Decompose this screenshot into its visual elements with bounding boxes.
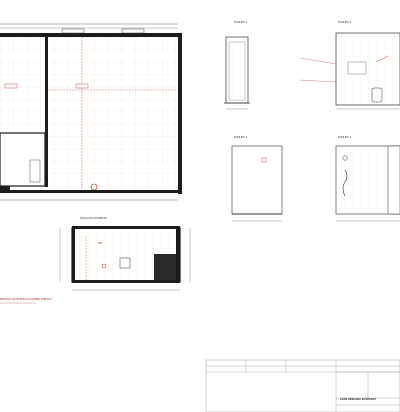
view-3-label: POHLED 3: [234, 136, 248, 139]
section-wall-top: [72, 226, 180, 229]
section-label: PODLAHA KOUPELNY: [80, 217, 108, 220]
section-wall-right: [176, 228, 180, 280]
floor-wall-block: [0, 186, 10, 190]
view3-wall: [231, 145, 283, 215]
title-block: [205, 359, 400, 412]
elevation-view-2: [335, 32, 400, 110]
view-4-label: POHLED 4: [338, 136, 352, 139]
view1-door: [228, 41, 246, 101]
view4-shower-head: [342, 155, 348, 161]
elevation-view-3: [231, 145, 283, 222]
view4-shower-hose: [342, 169, 348, 197]
floor-partition: [45, 37, 48, 187]
view3-outlet: [261, 157, 267, 163]
section-bathtub: [154, 254, 176, 280]
floor-drain-marker: [90, 183, 98, 191]
section-wall-bottom: [72, 280, 180, 283]
floor-wall-bottom: [0, 190, 182, 193]
floor-sub-room: [0, 132, 46, 187]
callout-leader-2: [299, 79, 337, 83]
floor-window-1: [61, 28, 85, 34]
section-marker: [101, 263, 107, 269]
view-1-label: POHLED 1: [234, 21, 248, 24]
callout-leader-1: [299, 57, 337, 65]
floor-plan: [0, 23, 182, 201]
floor-section: [59, 226, 191, 291]
section-drain: [119, 257, 131, 269]
floor-wall-top: [0, 33, 182, 37]
title-block-frame: [205, 359, 400, 412]
view2-wall: [335, 32, 400, 106]
elevation-view-4: [335, 145, 400, 222]
hn-label: HN: [98, 242, 102, 245]
floor-tag-1: [4, 83, 18, 89]
floor-window-2: [121, 28, 145, 34]
view-2-label: POHLED 2: [338, 21, 352, 24]
elevation-view-1: [224, 36, 250, 110]
drawing-title: PLÁN OBKLADU KOUPELNY: [340, 398, 377, 401]
view2-leader: [375, 55, 389, 63]
floor-fixture: [29, 159, 41, 183]
view2-cabinet: [347, 61, 367, 75]
section-wall-left: [72, 228, 75, 280]
floor-tag-2: [75, 83, 89, 89]
view2-toilet: [371, 87, 383, 103]
view4-shower-panel: [387, 145, 400, 215]
hn-note: BODOVÉ OSVĚTLENÍ (ZALOŽENÍ STŘEDU): [0, 298, 52, 301]
floor-wall-right: [178, 33, 182, 194]
